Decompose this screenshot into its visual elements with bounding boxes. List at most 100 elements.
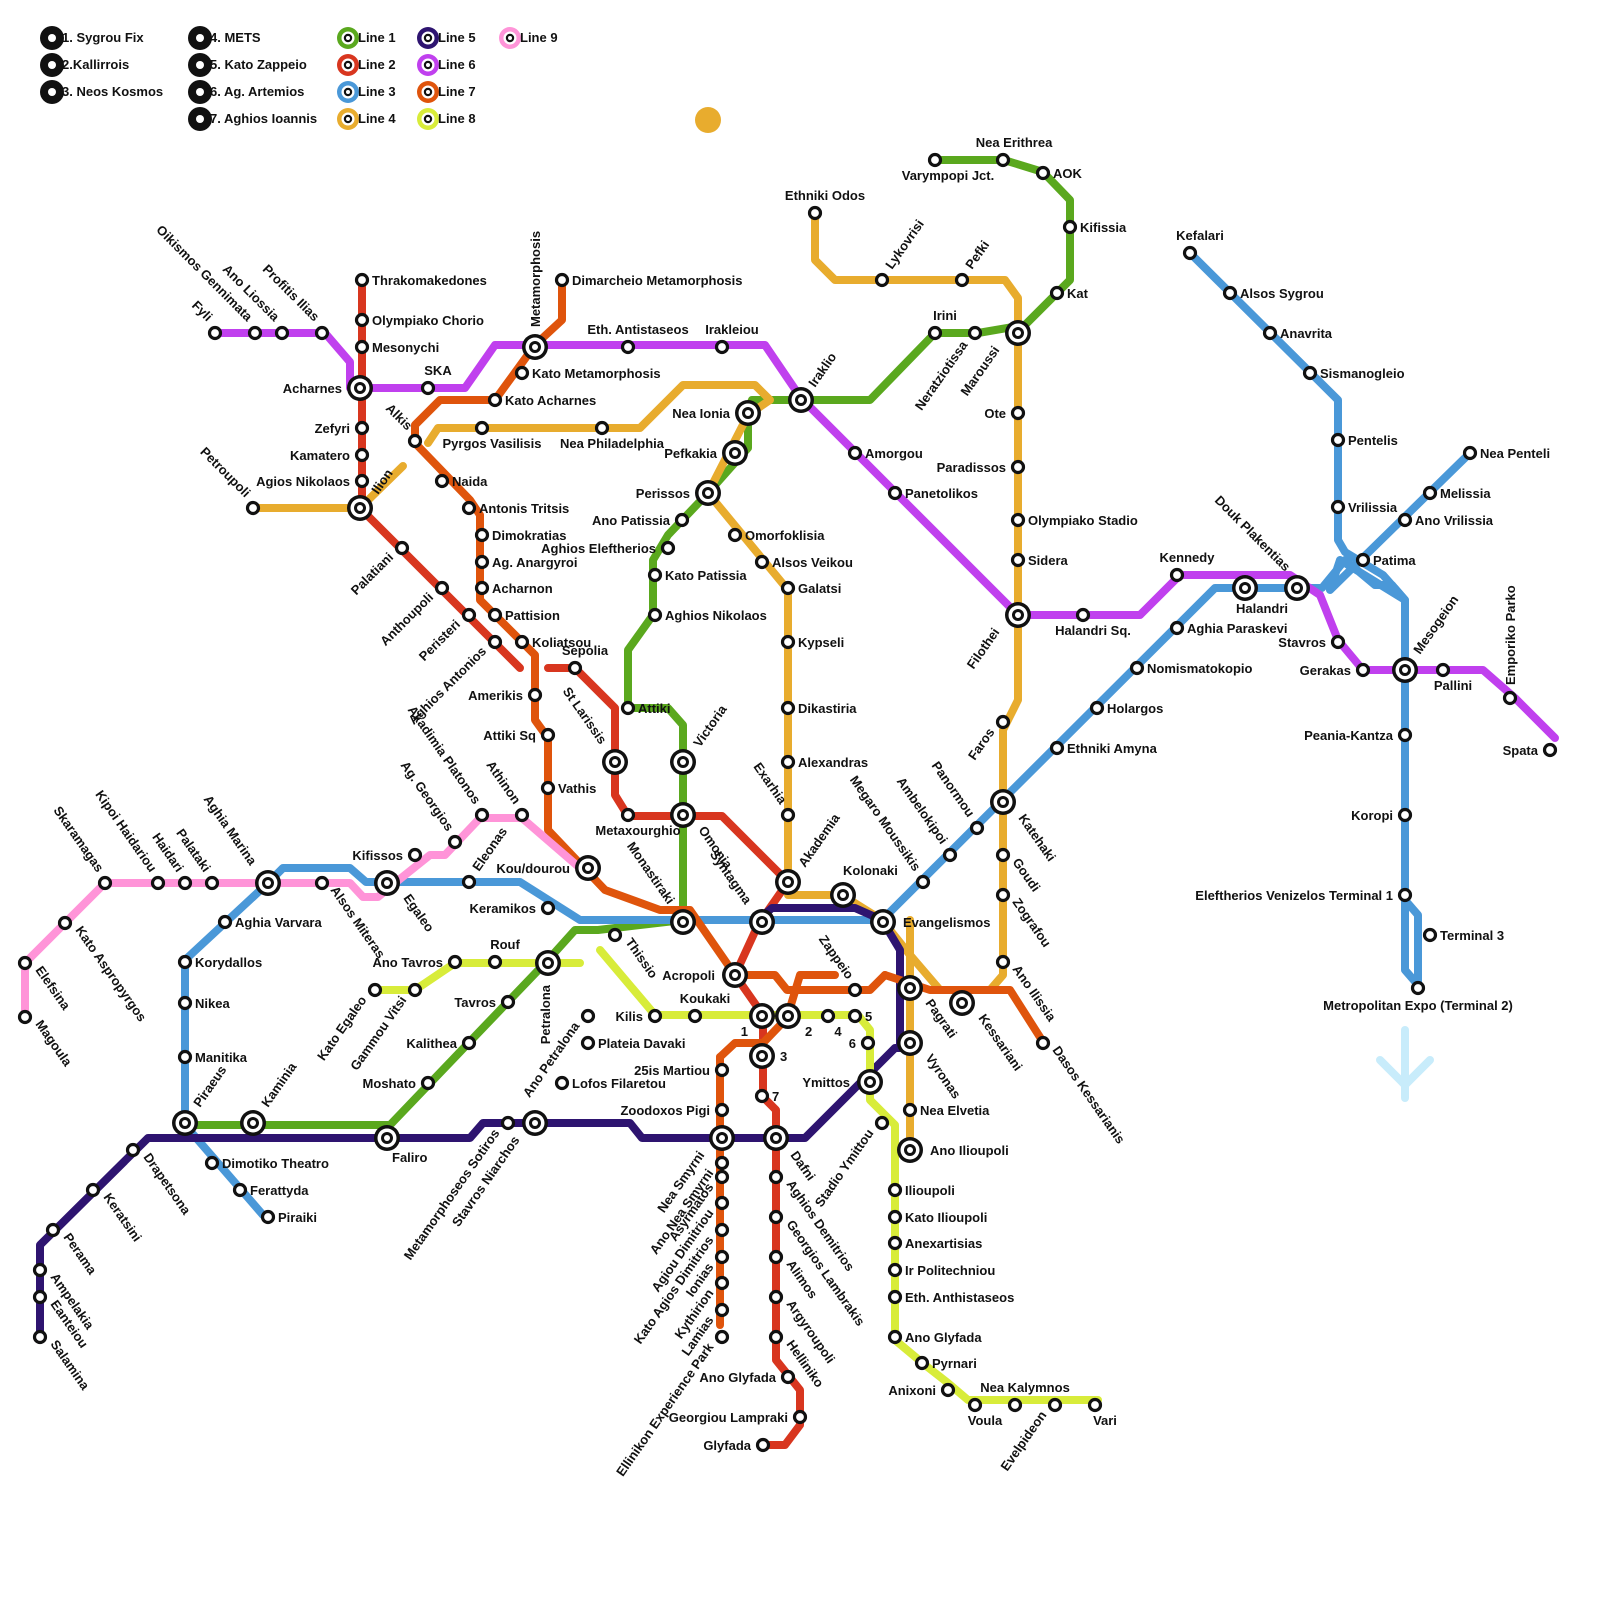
interchange-nea-smyrni[interactable]: [709, 1125, 735, 1151]
station-fyli[interactable]: [210, 328, 221, 339]
station-salamina[interactable]: [35, 1332, 46, 1343]
station-faros[interactable]: [998, 717, 1009, 728]
station-aghios-demitrios[interactable]: [771, 1172, 782, 1183]
station-panetolikos[interactable]: [890, 488, 901, 499]
station-aghia-paraskevi[interactable]: [1172, 623, 1183, 634]
station-drapetsona[interactable]: [128, 1145, 139, 1156]
station-ano-petralona[interactable]: [583, 1011, 594, 1022]
interchange-nea-ionia[interactable]: [735, 400, 761, 426]
station-kato-acharnes[interactable]: [490, 395, 501, 406]
interchange-maroussi[interactable]: [1005, 320, 1031, 346]
station-ir-politechniou[interactable]: [890, 1265, 901, 1276]
interchange-monastiraki[interactable]: [670, 909, 696, 935]
station-gammou-vitsi[interactable]: [410, 985, 421, 996]
station-ionias[interactable]: [717, 1252, 728, 1263]
station-megaro-moussikis[interactable]: [918, 877, 929, 888]
station-agiou-dimitriou[interactable]: [717, 1198, 728, 1209]
station-pyrgos-vasilisis[interactable]: [477, 423, 488, 434]
station-ano-tavros[interactable]: [450, 957, 461, 968]
station-sidera[interactable]: [1013, 555, 1024, 566]
station-sepolia[interactable]: [570, 663, 581, 674]
station-stadio-ymittou[interactable]: [877, 1118, 888, 1129]
station-ethniki-amyna[interactable]: [1052, 743, 1063, 754]
station-agios-nikolaos[interactable]: [357, 476, 368, 487]
station-ag-anargyroi[interactable]: [477, 557, 488, 568]
station-kefalari[interactable]: [1185, 248, 1196, 259]
station-panormou[interactable]: [972, 823, 983, 834]
station-amorgou[interactable]: [850, 448, 861, 459]
interchange-piraeus[interactable]: [172, 1110, 198, 1136]
station-aghia-varvara[interactable]: [220, 917, 231, 928]
interchange-3[interactable]: [749, 1043, 775, 1069]
station-peania-kantza[interactable]: [1400, 730, 1411, 741]
station-alsos-veikou[interactable]: [757, 557, 768, 568]
station-kato-ilioupoli[interactable]: [890, 1212, 901, 1223]
station-kipoi-haidariou[interactable]: [153, 878, 164, 889]
station-ampelakia[interactable]: [35, 1265, 46, 1276]
station-emporiko-parko[interactable]: [1505, 693, 1516, 704]
station-sismanogleio[interactable]: [1305, 368, 1316, 379]
station-25is-martiou[interactable]: [717, 1065, 728, 1076]
station-elefsina[interactable]: [20, 958, 31, 969]
station-ano-glyfada[interactable]: [783, 1372, 794, 1383]
station-vari[interactable]: [1090, 1400, 1101, 1411]
station-aghios-antonios[interactable]: [490, 637, 501, 648]
interchange-akademia[interactable]: [775, 869, 801, 895]
station-ilioupoli[interactable]: [890, 1185, 901, 1196]
station-terminal-3[interactable]: [1425, 930, 1436, 941]
interchange-perissos[interactable]: [695, 480, 721, 506]
station-holargos[interactable]: [1092, 703, 1103, 714]
station-aghios-eleftherios[interactable]: [663, 543, 674, 554]
station-paradissos[interactable]: [1013, 462, 1024, 473]
interchange-mesogeion[interactable]: [1392, 657, 1418, 683]
station-skaramagas[interactable]: [100, 878, 111, 889]
station-athinon[interactable]: [517, 810, 528, 821]
station-spata[interactable]: [1545, 745, 1556, 756]
interchange-2[interactable]: [775, 1003, 801, 1029]
station-alkis[interactable]: [410, 436, 421, 447]
station-dimotiko-theatro[interactable]: [207, 1158, 218, 1169]
station-ote[interactable]: [1013, 408, 1024, 419]
interchange-st-larissis[interactable]: [602, 749, 628, 775]
station-manitika[interactable]: [180, 1052, 191, 1063]
station-metaxourghio[interactable]: [623, 810, 634, 821]
interchange-metamorphosis[interactable]: [522, 334, 548, 360]
station-georgiou-lampraki[interactable]: [795, 1412, 806, 1423]
interchange-faliro[interactable]: [374, 1125, 400, 1151]
station-5[interactable]: [850, 1011, 861, 1022]
station-palataki[interactable]: [207, 878, 218, 889]
station-moshato[interactable]: [423, 1078, 434, 1089]
interchange-pagrati[interactable]: [897, 975, 923, 1001]
station-ag-georgios[interactable]: [450, 837, 461, 848]
station-lofos-filaretou[interactable]: [557, 1078, 568, 1089]
station-kythirion[interactable]: [717, 1278, 728, 1289]
interchange-ano-ilioupoli[interactable]: [897, 1137, 923, 1163]
station-ano-patissia[interactable]: [677, 515, 688, 526]
interchange-aghia-marina[interactable]: [255, 870, 281, 896]
station-pentelis[interactable]: [1333, 435, 1344, 446]
station-nikea[interactable]: [180, 998, 191, 1009]
station-irini[interactable]: [930, 328, 941, 339]
station-keratsini[interactable]: [88, 1185, 99, 1196]
station-ano-liossia[interactable]: [277, 328, 288, 339]
station-pyrnari[interactable]: [917, 1358, 928, 1369]
station-nea-philadelphia[interactable]: [597, 423, 608, 434]
station-anavrita[interactable]: [1265, 328, 1276, 339]
interchange-petralona[interactable]: [535, 950, 561, 976]
station-kilis[interactable]: [650, 1011, 661, 1022]
station-goudi[interactable]: [998, 850, 1009, 861]
station-evelpideon[interactable]: [1050, 1400, 1061, 1411]
station-metropolitan-expo-terminal-2[interactable]: [1413, 983, 1424, 994]
station-olympiako-chorio[interactable]: [357, 315, 368, 326]
station-nomismatokopio[interactable]: [1132, 663, 1143, 674]
station-nea-penteli[interactable]: [1465, 448, 1476, 459]
station-helliniko[interactable]: [771, 1332, 782, 1343]
interchange-egaleo[interactable]: [374, 870, 400, 896]
interchange-acharnes[interactable]: [347, 375, 373, 401]
interchange-acropoli[interactable]: [722, 962, 748, 988]
station-eth-antistaseos[interactable]: [623, 342, 634, 353]
interchange-1[interactable]: [749, 1003, 775, 1029]
station-koliatsou[interactable]: [517, 637, 528, 648]
station-ano-glyfada[interactable]: [890, 1332, 901, 1343]
station-peristeri[interactable]: [464, 610, 475, 621]
